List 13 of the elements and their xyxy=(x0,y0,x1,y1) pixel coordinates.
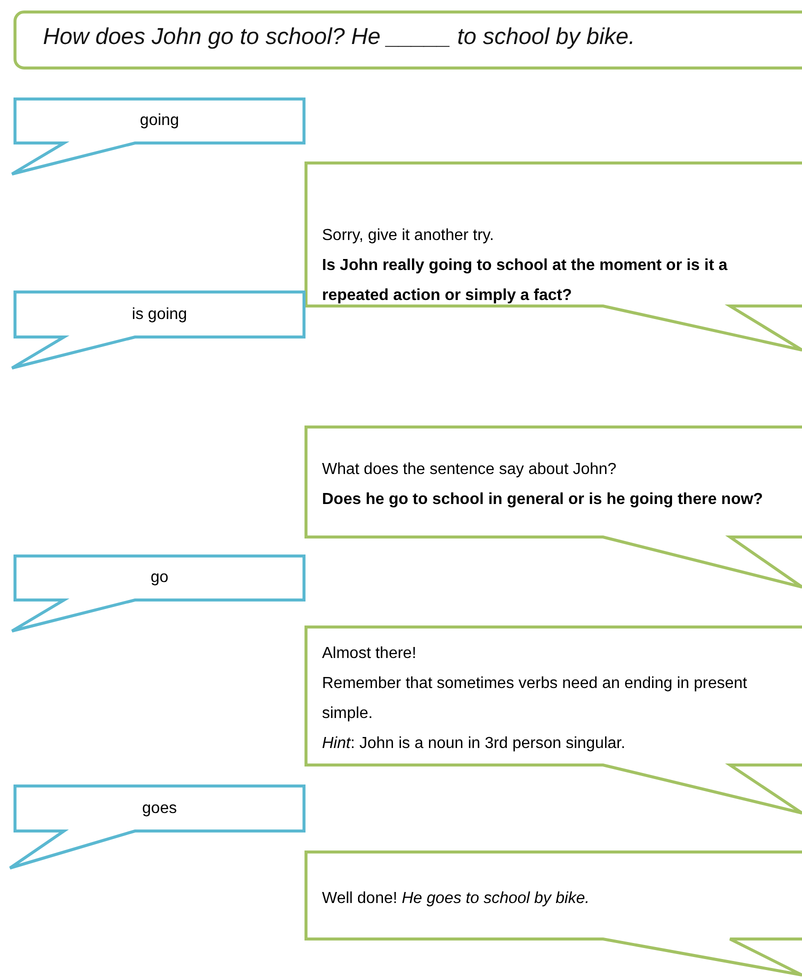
feedback-text: Does he go to school in general or is he going there now? xyxy=(322,490,764,510)
feedback-text: What does the sentence say about John? xyxy=(322,460,618,480)
feedback-text: Almost there! xyxy=(322,644,418,664)
feedback-text: Remember that sometimes verbs need an ending in present simple. xyxy=(322,674,748,724)
feedback-text: Hint: John is a noun in 3rd person singular. xyxy=(322,734,626,754)
feedback-text: Well done! He goes to school by bike. xyxy=(322,889,590,909)
answer-option: goes xyxy=(142,800,177,818)
feedback-text: Is John really going to school at the moment or is it a repeated action or simply a fact? xyxy=(322,256,728,306)
feedback-text: Sorry, give it another try. xyxy=(322,226,495,246)
question-text: How does John go to school? He _____ to school by bike. xyxy=(43,23,635,50)
answer-option: is going xyxy=(132,306,188,324)
answer-option: going xyxy=(140,112,180,130)
answer-option: go xyxy=(150,569,168,587)
